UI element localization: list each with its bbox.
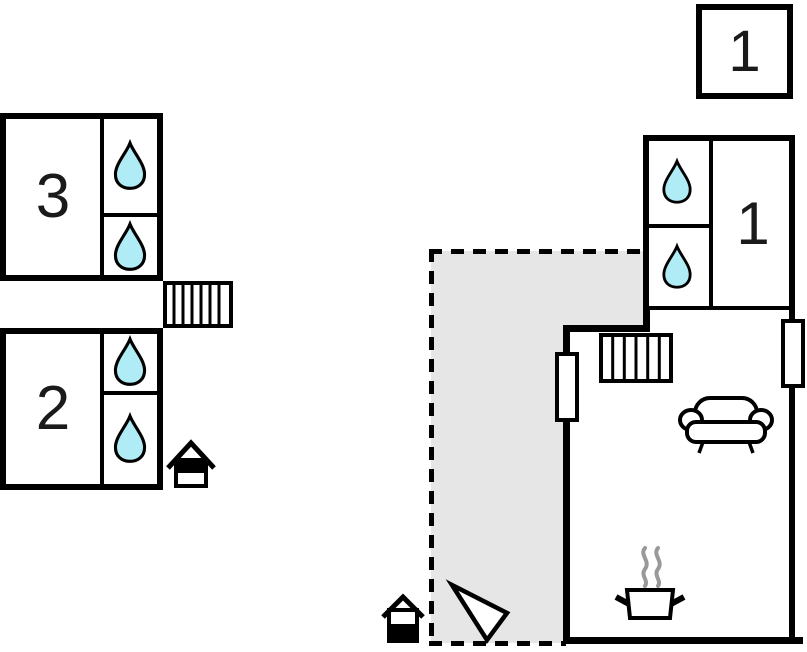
shower-drop-icon: [113, 411, 147, 463]
stairs-icon: [163, 281, 233, 328]
terrace-dashed-border-left: [429, 249, 434, 646]
interior-wall: [709, 141, 713, 306]
window-marker: [781, 319, 805, 388]
terrace-dashed-border-top: [429, 249, 645, 254]
bedroom-1-suite: 1: [643, 135, 795, 310]
exterior-wall: [643, 308, 650, 328]
interior-wall: [649, 224, 709, 228]
bedroom-3-label: 3: [35, 162, 71, 231]
bedroom-1-label: 1: [736, 189, 770, 257]
terrace-area: [431, 332, 563, 643]
shower-drop-icon: [113, 219, 147, 271]
interior-wall: [100, 119, 104, 275]
entrance-arrow-icon: [445, 579, 511, 644]
interior-wall: [104, 391, 157, 395]
window-marker: [555, 352, 579, 422]
terrace-area: [431, 251, 643, 332]
interior-wall: [100, 334, 104, 484]
hut-icon: [381, 593, 425, 643]
shower-drop-icon: [662, 242, 692, 289]
shower-drop-icon: [113, 138, 147, 190]
bedroom-2-label: 2: [35, 374, 71, 443]
exterior-wall: [563, 325, 570, 644]
sofa-icon: [678, 396, 774, 454]
shower-drop-icon: [662, 157, 692, 204]
exterior-wall: [789, 306, 795, 644]
terrace-dashed-border-bottom: [429, 641, 566, 646]
stove-icon: [614, 546, 686, 620]
unit-number-badge: 1: [696, 4, 793, 99]
shower-drop-icon: [113, 334, 147, 386]
hut-icon: [166, 439, 216, 488]
exterior-wall: [563, 637, 803, 644]
exterior-wall: [563, 325, 650, 332]
stairs-icon: [599, 333, 673, 383]
interior-wall: [104, 213, 157, 217]
